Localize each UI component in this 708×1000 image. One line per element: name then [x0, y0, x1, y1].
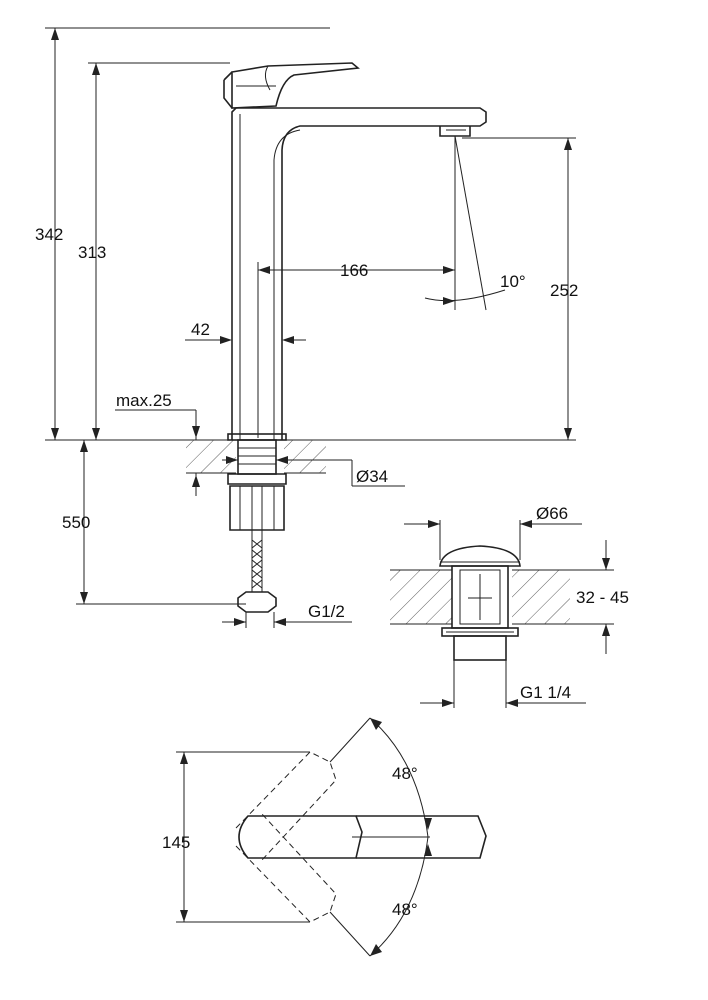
- waste-valve-view: Ø66 32 - 45 G1 1/4: [390, 504, 629, 708]
- dim-g1-2: G1/2: [308, 602, 345, 621]
- dim-max-25: max.25: [116, 391, 172, 410]
- lever-top-view: 145 48° 48°: [162, 717, 487, 957]
- lever-center-position: [238, 815, 363, 859]
- faucet-body: [231, 107, 487, 440]
- hose-nut: [237, 591, 277, 613]
- dim-550: 550: [62, 513, 90, 532]
- faucet-side-view: [45, 62, 576, 613]
- lever-left-position: [235, 751, 337, 861]
- dim-313: 313: [78, 243, 106, 262]
- waste-tail: [453, 635, 507, 661]
- waste-cap: [439, 545, 521, 567]
- dim-angle-48-top: 48°: [392, 764, 418, 783]
- lever-right-position: [235, 813, 337, 923]
- washer: [227, 473, 287, 485]
- dim-252: 252: [550, 281, 578, 300]
- side-view-dimensions: 342 313 166 10° 252 42: [35, 27, 578, 628]
- aerator: [439, 126, 471, 137]
- dim-166: 166: [340, 261, 368, 280]
- mounting-nut: [229, 485, 285, 531]
- dim-32-45: 32 - 45: [576, 588, 629, 607]
- dim-342: 342: [35, 225, 63, 244]
- dim-angle-48-bottom: 48°: [392, 900, 418, 919]
- dim-diameter-66: Ø66: [536, 504, 568, 523]
- lever-handle: [231, 62, 360, 109]
- dim-42: 42: [191, 320, 210, 339]
- dim-angle-10: 10°: [500, 272, 526, 291]
- dim-diameter-34: Ø34: [356, 467, 388, 486]
- dim-g1-1-4: G1 1/4: [520, 683, 571, 702]
- dim-145: 145: [162, 833, 190, 852]
